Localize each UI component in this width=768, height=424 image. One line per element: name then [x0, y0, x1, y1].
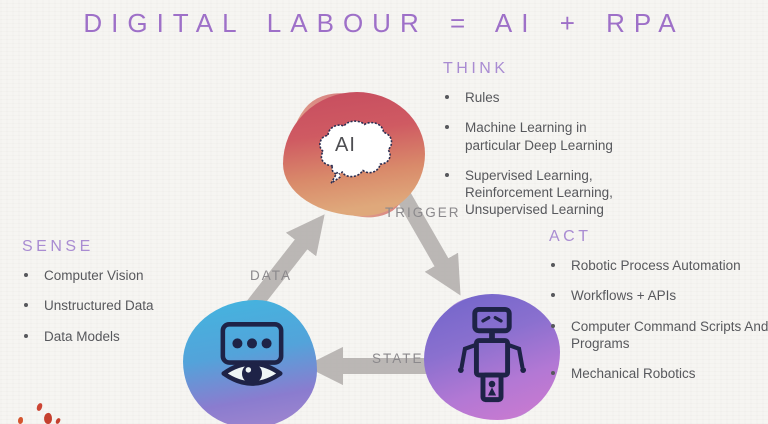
bullet-icon [551, 293, 555, 298]
state-arrow-label: STATE [372, 351, 424, 366]
sense-node-blob [163, 277, 337, 424]
act-heading: ACT [549, 228, 592, 245]
sense-bullet-list: Computer Vision Unstructured Data Data M… [22, 267, 212, 345]
act-bullet: Mechanical Robotics [549, 365, 768, 382]
computer-vision-eye-icon [220, 322, 284, 386]
sense-heading: SENSE [22, 238, 94, 255]
trigger-arrow-label: TRIGGER [385, 205, 461, 220]
think-heading: THINK [443, 60, 509, 77]
think-node-blob: AI [265, 66, 443, 242]
bullet-icon [445, 172, 449, 177]
bullet-icon [445, 125, 449, 130]
paint-splash [18, 417, 23, 424]
think-bullet: Supervised Learning, Reinforcement Learn… [443, 167, 641, 219]
think-bullet: Machine Learning in particular Deep Lear… [443, 119, 641, 154]
act-bullet: Computer Command Scripts And Programs [549, 318, 768, 353]
act-bullet-list: Robotic Process Automation Workflows + A… [549, 257, 768, 382]
brain-icon [319, 120, 393, 184]
think-section: THINK Rules Machine Learning in particul… [443, 60, 641, 232]
bullet-icon [445, 95, 449, 99]
bullet-icon [551, 323, 555, 328]
act-node-blob [405, 270, 579, 424]
bullet-icon [24, 303, 28, 308]
ai-node-label: AI [335, 134, 356, 156]
think-bullet-list: Rules Machine Learning in particular Dee… [443, 89, 641, 219]
bullet-icon [24, 333, 28, 338]
slide-title: DIGITAL LABOUR = AI + RPA [83, 8, 685, 38]
sense-section: SENSE Computer Vision Unstructured Data … [22, 238, 212, 358]
think-bullet: Rules [443, 89, 641, 106]
sense-bullet: Computer Vision [22, 267, 212, 284]
bullet-icon [551, 371, 555, 376]
sense-bullet: Unstructured Data [22, 297, 212, 314]
bullet-icon [551, 263, 555, 267]
act-section: ACT Robotic Process Automation Workflows… [549, 228, 768, 395]
data-arrow-label: DATA [250, 268, 293, 283]
act-bullet: Robotic Process Automation [549, 257, 768, 274]
data-arrow [246, 214, 325, 311]
sense-bullet: Data Models [22, 328, 212, 345]
act-bullet: Workflows + APIs [549, 287, 768, 304]
bullet-icon [24, 273, 28, 277]
robot-icon [457, 306, 527, 403]
